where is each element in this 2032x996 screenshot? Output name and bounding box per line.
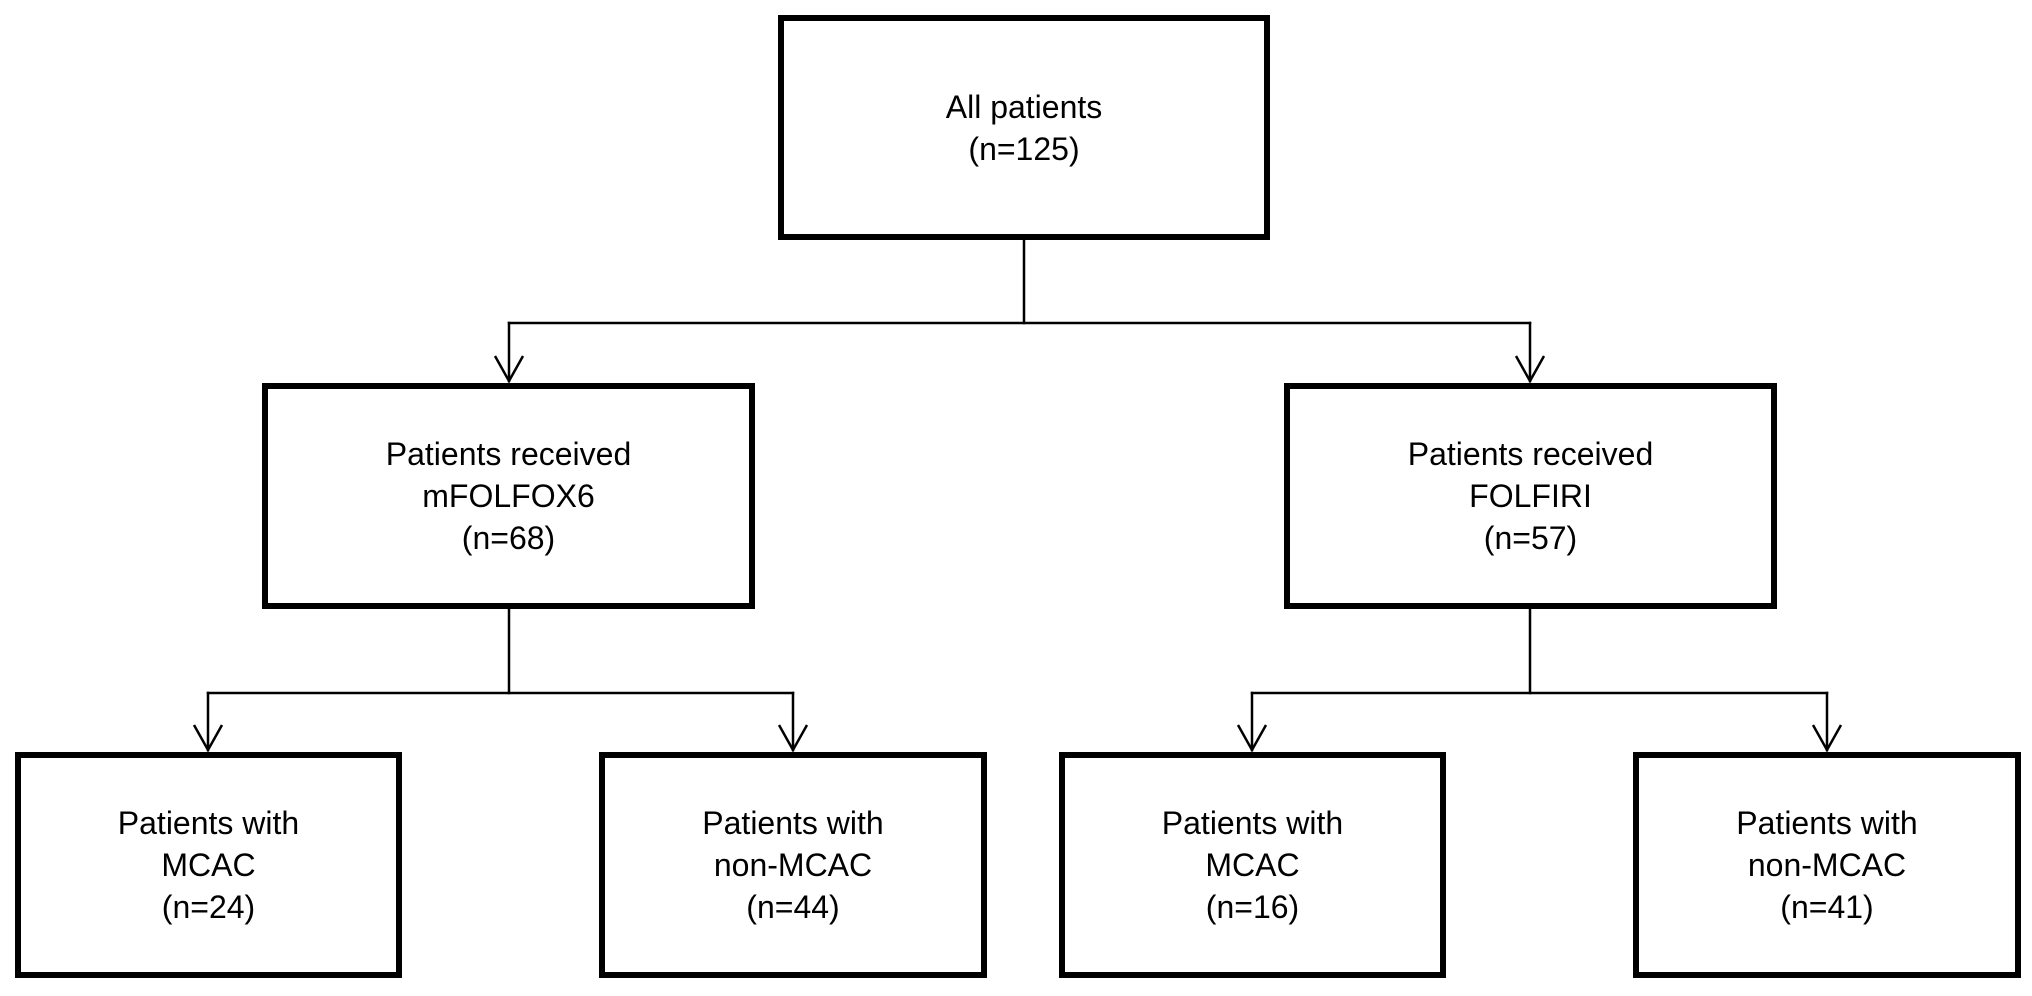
mfolfox6-non-mcac-line2: non-MCAC xyxy=(713,847,873,883)
mfolfox6-group-box: Patients received mFOLFOX6 (n=68) xyxy=(262,383,755,609)
mfolfox6-non-mcac-count: (n=44) xyxy=(746,889,840,925)
all-patients-box: All patients (n=125) xyxy=(778,15,1270,240)
folfiri-group-box: Patients received FOLFIRI (n=57) xyxy=(1284,383,1777,609)
folfiri-label-line2: FOLFIRI xyxy=(1469,478,1592,514)
mfolfox6-label-line2: mFOLFOX6 xyxy=(422,478,595,514)
mfolfox6-mcac-line2: MCAC xyxy=(161,847,256,883)
folfiri-non-mcac-box: Patients with non-MCAC (n=41) xyxy=(1633,752,2021,978)
arrowhead-mfolfox6 xyxy=(493,355,525,384)
folfiri-mcac-line2: MCAC xyxy=(1205,847,1300,883)
mfolfox6-non-mcac-line1: Patients with xyxy=(702,805,884,841)
arrowhead-folfiri-non-mcac xyxy=(1811,724,1843,753)
mfolfox6-non-mcac-box: Patients with non-MCAC (n=44) xyxy=(599,752,987,978)
arrowhead-folfiri-mcac xyxy=(1236,724,1268,753)
folfiri-non-mcac-line1: Patients with xyxy=(1736,805,1918,841)
arrowhead-mfolfox6-non-mcac xyxy=(777,724,809,753)
arrowhead-mfolfox6-mcac xyxy=(192,724,224,753)
folfiri-mcac-count: (n=16) xyxy=(1205,889,1300,925)
mfolfox6-mcac-box: Patients with MCAC (n=24) xyxy=(15,752,402,978)
folfiri-label-line1: Patients received xyxy=(1407,436,1654,472)
folfiri-non-mcac-count: (n=41) xyxy=(1780,889,1874,925)
mfolfox6-label-line1: Patients received xyxy=(385,436,632,472)
all-patients-title: All patients xyxy=(945,88,1103,125)
arrowhead-folfiri xyxy=(1514,355,1546,384)
mfolfox6-count: (n=68) xyxy=(461,520,556,556)
folfiri-non-mcac-line2: non-MCAC xyxy=(1747,847,1907,883)
folfiri-mcac-box: Patients with MCAC (n=16) xyxy=(1059,752,1446,978)
mfolfox6-mcac-line1: Patients with xyxy=(117,805,300,841)
mfolfox6-mcac-count: (n=24) xyxy=(161,889,256,925)
folfiri-count: (n=57) xyxy=(1483,520,1578,556)
folfiri-mcac-line1: Patients with xyxy=(1161,805,1344,841)
all-patients-count: (n=125) xyxy=(968,130,1080,167)
